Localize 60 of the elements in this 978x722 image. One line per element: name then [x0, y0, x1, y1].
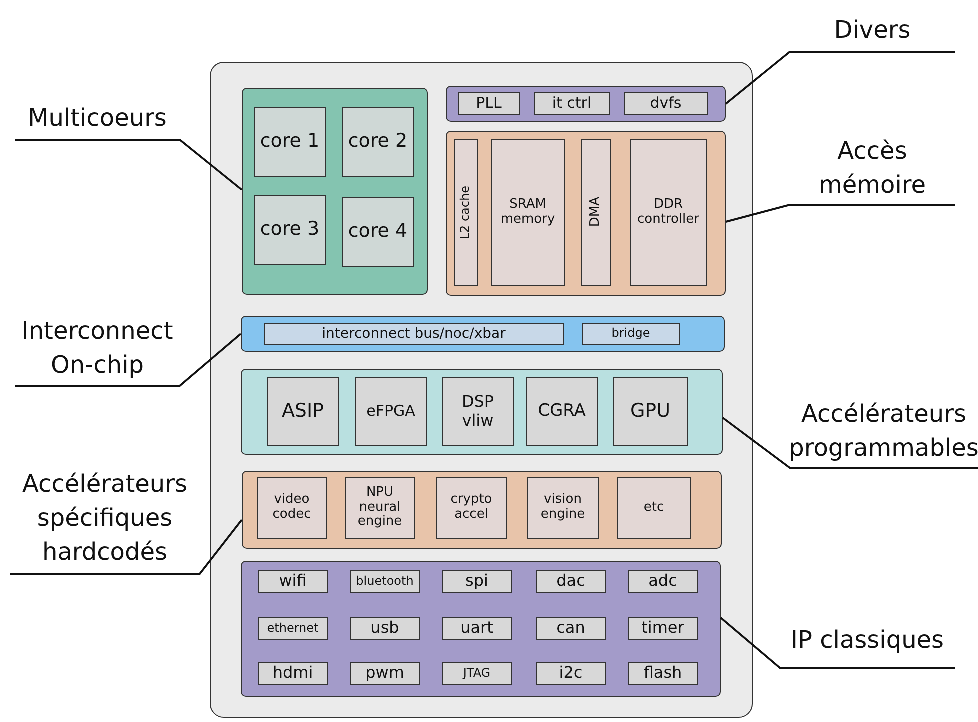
memory-block [446, 130, 726, 296]
leader-line [725, 51, 955, 105]
leader-line [15, 139, 243, 191]
peripheral-box: hdmi [258, 662, 328, 685]
accelerator-block [242, 470, 722, 548]
accelerator-box: ASIP [267, 377, 339, 446]
accelerator-box: video codec [257, 477, 327, 539]
callout-label: IP classiques [780, 612, 955, 668]
callout-label: Accès mémoire [790, 130, 955, 205]
core-box: core 1 [254, 107, 326, 177]
peripheral-box: timer [628, 617, 698, 640]
peripheral-box: flash [628, 662, 698, 685]
memory-box: DDR controller [630, 139, 707, 286]
peripheral-box: pwm [350, 662, 420, 685]
interconnect-bar [240, 316, 724, 352]
accelerator-box: etc [617, 477, 691, 539]
peripheral-box: uart [442, 617, 512, 640]
callout-label: Multicoeurs [15, 95, 180, 140]
accelerator-box: CGRA [526, 377, 598, 446]
accelerator-box: GPU [613, 377, 688, 446]
core-box: core 2 [342, 107, 414, 177]
peripheral-box: dac [536, 570, 606, 593]
ip-box: PLL [458, 92, 520, 115]
memory-box: SRAM memory [491, 139, 565, 286]
core-box: core 3 [254, 195, 326, 265]
peripheral-box: ethernet [258, 617, 328, 640]
accelerator-box: DSP vliw [442, 377, 514, 446]
peripheral-box: JTAG [442, 662, 512, 685]
callout-label: Accélérateurs programmables [790, 393, 978, 468]
accelerator-box: eFPGA [355, 377, 427, 446]
accelerator-box: crypto accel [436, 477, 507, 539]
peripheral-box: wifi [258, 570, 328, 593]
memory-box: L2 cache [454, 139, 478, 286]
accelerator-box: vision engine [527, 477, 599, 539]
leader-line [722, 417, 978, 469]
ip-box: it ctrl [534, 92, 610, 115]
callout-label: Accélérateurs spécifiques hardcodés [10, 462, 200, 574]
peripheral-box: adc [628, 570, 698, 593]
memory-box: DMA [581, 139, 611, 286]
callout-label: Divers [790, 8, 955, 52]
accelerator-box: NPU neural engine [345, 477, 415, 539]
leader-line [15, 333, 242, 387]
ip-box: dvfs [624, 92, 708, 115]
peripheral-box: i2c [536, 662, 606, 685]
bus-box: interconnect bus/noc/xbar [264, 323, 564, 345]
peripheral-box: can [536, 617, 606, 640]
leader-line [720, 617, 955, 669]
peripheral-block [240, 560, 720, 696]
misc-block [446, 86, 726, 122]
leader-line [726, 204, 955, 223]
core-box: core 4 [342, 197, 414, 267]
callout-label: Interconnect On-chip [15, 310, 180, 386]
peripheral-box: bluetooth [350, 570, 420, 593]
bus-box: bridge [582, 323, 680, 345]
peripheral-box: spi [442, 570, 512, 593]
accelerator-block [240, 368, 722, 454]
soc-box [210, 62, 753, 718]
multicore-block [242, 88, 428, 294]
peripheral-box: usb [350, 617, 420, 640]
leader-line [10, 519, 243, 575]
